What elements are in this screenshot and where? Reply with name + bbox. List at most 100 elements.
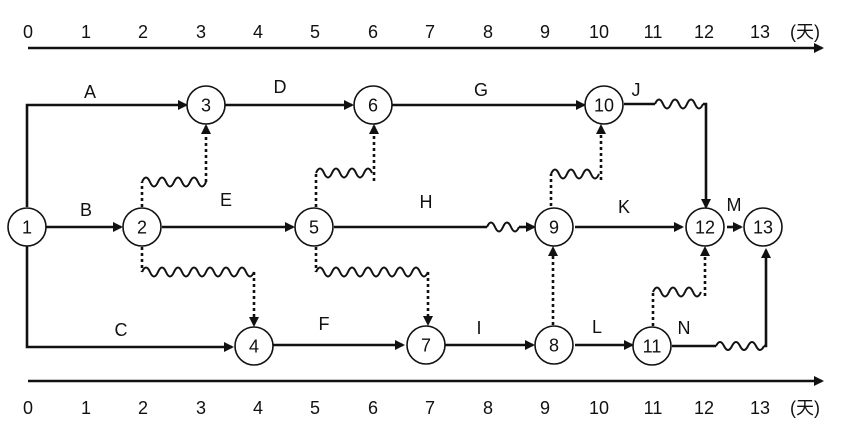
bottom-axis-tick-12: 12 — [694, 398, 714, 418]
top-axis-tick-6: 6 — [368, 22, 378, 42]
top-axis-tick-7: 7 — [425, 22, 435, 42]
free-float-wave-5-7 — [315, 266, 429, 278]
node-3: 3 — [186, 85, 226, 125]
activity-label-h: H — [420, 192, 433, 212]
activity-label-n: N — [678, 318, 691, 338]
node-label-9: 9 — [549, 218, 559, 238]
node-label-11: 11 — [643, 337, 662, 357]
activity-label-a: A — [84, 82, 96, 102]
node-2: 2 — [122, 207, 162, 247]
activity-arrow-c — [25, 246, 234, 352]
top-axis-tick-0: 0 — [23, 22, 33, 42]
bottom-axis-tick-11: 11 — [644, 398, 663, 418]
node-circle-7 — [406, 325, 446, 365]
top-axis-tick-13: 13 — [750, 22, 770, 42]
activity-label-i: I — [476, 318, 481, 338]
activity-arrow-j-end — [701, 102, 711, 209]
activity-label-l: L — [592, 317, 602, 337]
activity-arrow-n-end — [761, 248, 771, 348]
bottom-axis-tick-13: 13 — [750, 398, 770, 418]
dummy-activity-arrows — [140, 124, 710, 327]
node-4: 4 — [234, 326, 274, 366]
node-label-6: 6 — [368, 96, 378, 116]
top-axis-tick-10: 10 — [589, 22, 609, 42]
node-label-13: 13 — [753, 218, 773, 238]
bottom-axis-tick-4: 4 — [253, 398, 263, 418]
activity-label-e: E — [220, 190, 232, 210]
node-label-2: 2 — [137, 218, 147, 238]
node-circle-3 — [186, 85, 226, 125]
node-circle-9 — [534, 207, 574, 247]
bottom-axis-tick-9: 9 — [540, 398, 550, 418]
free-float-wave-n — [715, 341, 765, 351]
free-float-wave-2-4 — [141, 266, 255, 278]
bottom-axis-tick-0: 0 — [23, 398, 33, 418]
node-9: 9 — [534, 207, 574, 247]
free-float-wave-j — [654, 98, 704, 110]
node-circle-10 — [584, 85, 624, 125]
bottom-axis-tick-6: 6 — [368, 398, 378, 418]
node-label-5: 5 — [309, 218, 319, 238]
activity-label-b: B — [80, 200, 92, 220]
free-float-wave-5-6 — [315, 167, 373, 179]
top-axis-tick-5: 5 — [310, 22, 320, 42]
node-circle-13 — [743, 207, 783, 247]
activity-label-m: M — [727, 195, 742, 215]
bottom-axis-tick-7: 7 — [425, 398, 435, 418]
bottom-axis-tick-2: 2 — [138, 398, 148, 418]
node-label-3: 3 — [201, 96, 211, 116]
node-circle-11 — [632, 326, 672, 366]
free-float-wave-11-12 — [652, 286, 702, 298]
node-circle-1 — [7, 207, 47, 247]
node-6: 6 — [353, 85, 393, 125]
node-label-7: 7 — [421, 336, 431, 356]
node-label-12: 12 — [695, 218, 715, 238]
top-axis-tick-9: 9 — [540, 22, 550, 42]
free-float-wave-h — [486, 221, 520, 233]
node-7: 7 — [406, 325, 446, 365]
node-circle-4 — [234, 326, 274, 366]
activity-labels: A B C D E F G H I J K L M N — [80, 77, 742, 340]
node-12: 12 — [685, 207, 725, 247]
free-float-wave-2-3 — [141, 176, 207, 188]
top-axis-tick-3: 3 — [196, 22, 206, 42]
node-8: 8 — [534, 325, 574, 365]
top-axis-tick-8: 8 — [483, 22, 493, 42]
node-5: 5 — [294, 207, 334, 247]
bottom-axis-unit-label: (天) — [790, 398, 820, 418]
activity-arrows — [25, 98, 771, 352]
node-11: 11 — [632, 326, 672, 366]
top-axis-unit-label: (天) — [790, 22, 820, 42]
top-axis-tick-4: 4 — [253, 22, 263, 42]
node-circle-12 — [685, 207, 725, 247]
activity-label-j: J — [632, 80, 641, 100]
top-axis-tick-1: 1 — [81, 22, 91, 42]
activity-label-c: C — [115, 320, 128, 340]
node-1: 1 — [7, 207, 47, 247]
free-float-wave-9-10 — [550, 168, 600, 180]
bottom-axis-tick-5: 5 — [310, 398, 320, 418]
activity-label-f: F — [319, 314, 330, 334]
node-label-10: 10 — [594, 96, 614, 116]
activity-label-g: G — [474, 80, 488, 100]
bottom-axis-tick-10: 10 — [589, 398, 609, 418]
node-label-1: 1 — [22, 218, 32, 238]
top-axis-tick-2: 2 — [138, 22, 148, 42]
node-circle-5 — [294, 207, 334, 247]
node-10: 10 — [584, 85, 624, 125]
node-circle-6 — [353, 85, 393, 125]
activity-label-d: D — [274, 77, 287, 97]
node-circle-8 — [534, 325, 574, 365]
activity-label-k: K — [618, 197, 630, 217]
bottom-axis-tick-1: 1 — [81, 398, 91, 418]
top-axis-tick-11: 11 — [644, 22, 663, 42]
bottom-axis-tick-3: 3 — [196, 398, 206, 418]
activity-arrow-a — [25, 100, 188, 207]
node-label-8: 8 — [549, 336, 559, 356]
